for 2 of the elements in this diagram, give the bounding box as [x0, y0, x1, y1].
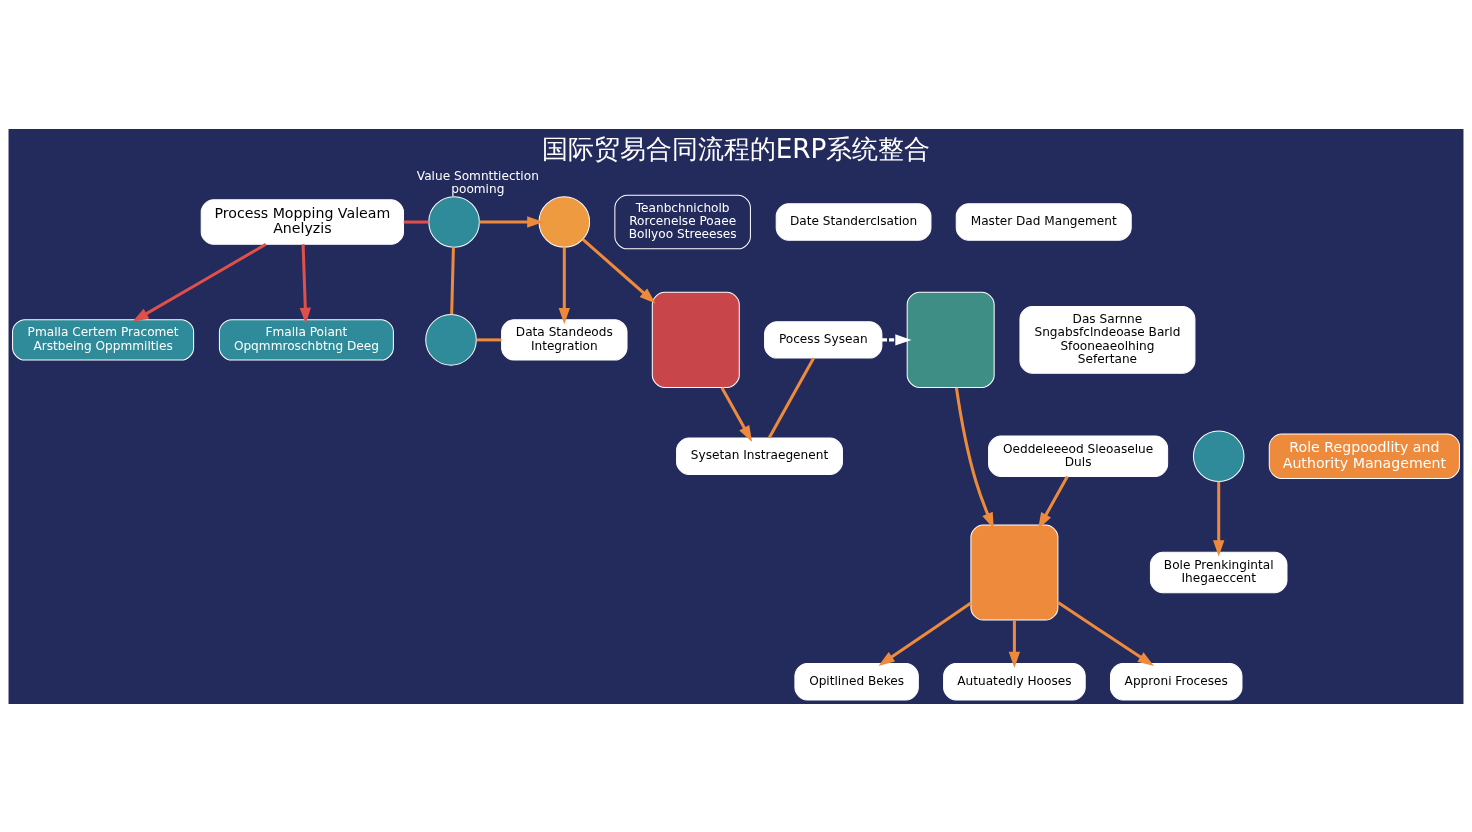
node-label: Value Somnttiection pooming: [416, 168, 539, 196]
diagram-title: 国际贸易合同流程的ERP系统整合: [541, 133, 931, 164]
